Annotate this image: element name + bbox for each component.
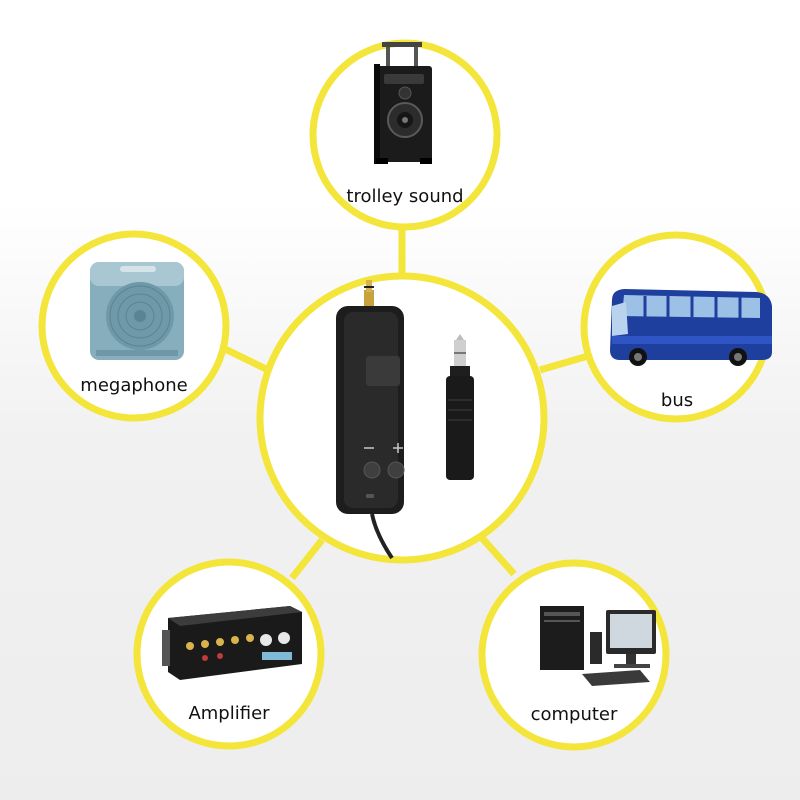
computer-icon	[540, 606, 656, 686]
amplifier-icon	[162, 606, 302, 680]
connectors	[221, 225, 589, 581]
node-label-megaphone: megaphone	[80, 375, 188, 396]
connector-amplifier	[289, 537, 325, 581]
node-label-bus: bus	[660, 390, 694, 411]
bus-icon	[610, 289, 772, 366]
plug-adapter-icon	[446, 334, 474, 480]
connector-computer	[479, 535, 517, 577]
node-label-computer: computer	[530, 704, 618, 725]
node-label-amplifier: Amplifier	[188, 703, 270, 724]
wireless-receiver-icon	[336, 280, 405, 560]
node-label-trolley: trolley sound	[346, 186, 464, 207]
megaphone-icon	[90, 262, 184, 360]
connector-bus	[539, 352, 589, 374]
connector-megaphone	[221, 344, 270, 374]
trolley-speaker-icon	[374, 42, 432, 164]
